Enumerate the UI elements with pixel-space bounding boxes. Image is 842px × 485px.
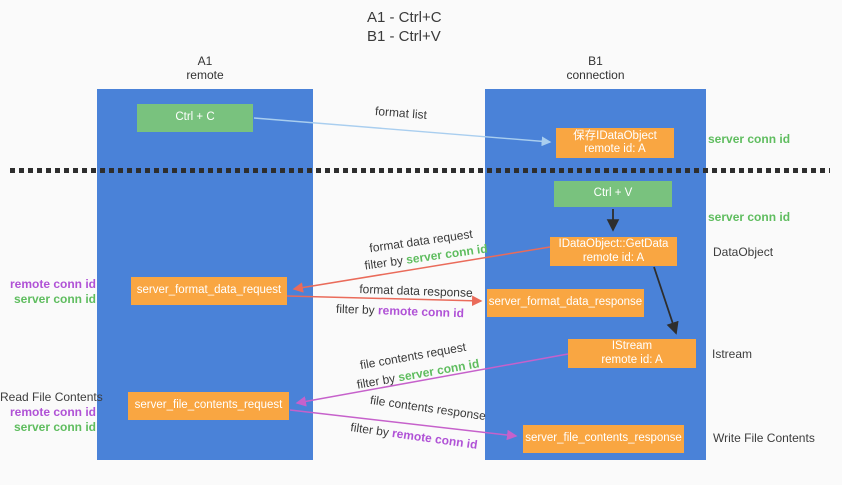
server-conn-id-label: server conn id bbox=[708, 132, 791, 146]
filter-key-remote-conn-id: remote conn id bbox=[377, 303, 465, 321]
title-line-2: B1 - Ctrl+V bbox=[367, 28, 441, 45]
node-ctrl-v-label: Ctrl + V bbox=[593, 187, 633, 200]
node-server-format-data-request-label: server_format_data_request bbox=[136, 284, 282, 297]
diagram-title: A1 - Ctrl+C B1 - Ctrl+V bbox=[367, 8, 442, 46]
node-istream-line2: remote id: A bbox=[601, 353, 663, 366]
lifeline-header-right: B1 connection bbox=[485, 54, 706, 82]
node-idataobject-getdata: IDataObject::GetData remote id: A bbox=[550, 237, 677, 266]
node-server-file-contents-request: server_file_contents_request bbox=[128, 392, 289, 420]
dotted-divider bbox=[10, 168, 830, 173]
arrow-file-contents-response bbox=[289, 409, 518, 441]
arrow-format-data-request bbox=[292, 246, 551, 293]
node-server-format-data-response: server_format_data_response bbox=[487, 289, 644, 317]
istream-label: Istream bbox=[712, 347, 753, 361]
dataobject-label: DataObject bbox=[713, 245, 774, 259]
node-save-idataobject-line2: remote id: A bbox=[584, 143, 646, 155]
remote-conn-id-label: remote conn id bbox=[9, 405, 96, 419]
title-line-1: A1 - Ctrl+C bbox=[367, 9, 442, 26]
filter-prefix: filter by bbox=[335, 301, 375, 318]
node-save-idataobject: 保存IDataObject remote id: A bbox=[556, 128, 674, 158]
node-server-format-data-request: server_format_data_request bbox=[131, 277, 287, 305]
write-file-contents-label: Write File Contents bbox=[713, 431, 815, 445]
read-file-contents-label: Read File Contents bbox=[0, 390, 103, 404]
lifeline-left-role: remote bbox=[186, 68, 224, 82]
node-idataobject-getdata-line1: IDataObject::GetData bbox=[558, 238, 669, 250]
node-server-format-data-response-label: server_format_data_response bbox=[488, 296, 643, 309]
node-istream-line1: IStream bbox=[611, 340, 653, 352]
node-server-file-contents-request-label: server_file_contents_request bbox=[134, 399, 283, 412]
node-idataobject-getdata-line2: remote id: A bbox=[582, 251, 645, 264]
lifeline-left-name: A1 bbox=[197, 54, 213, 68]
node-server-file-contents-response-label: server_file_contents_response bbox=[525, 432, 682, 445]
node-ctrl-c: Ctrl + C bbox=[137, 104, 253, 132]
arrow-format-data-response bbox=[286, 295, 483, 307]
lifeline-header-left: A1 remote bbox=[97, 54, 313, 82]
node-ctrl-c-label: Ctrl + C bbox=[175, 111, 215, 124]
node-save-idataobject-line1: 保存IDataObject bbox=[573, 129, 657, 142]
server-conn-id-label: server conn id bbox=[708, 210, 791, 224]
node-server-file-contents-response: server_file_contents_response bbox=[523, 425, 684, 453]
left-conn-id-stack-bottom: Read File Contents remote conn id server… bbox=[0, 390, 103, 435]
server-conn-id-label: server conn id bbox=[13, 420, 96, 434]
arrow-file-contents-request bbox=[295, 353, 569, 407]
left-conn-id-stack-top: remote conn id server conn id bbox=[0, 277, 96, 307]
lifeline-right-role: connection bbox=[566, 68, 625, 82]
arrow-getdata-to-istream bbox=[653, 266, 679, 335]
node-istream: IStream remote id: A bbox=[568, 339, 696, 368]
remote-conn-id-label: remote conn id bbox=[9, 277, 96, 291]
lifeline-right-name: B1 bbox=[588, 54, 603, 68]
arrow-format-list bbox=[253, 117, 552, 147]
node-ctrl-v: Ctrl + V bbox=[554, 181, 672, 207]
server-conn-id-label: server conn id bbox=[13, 292, 96, 306]
